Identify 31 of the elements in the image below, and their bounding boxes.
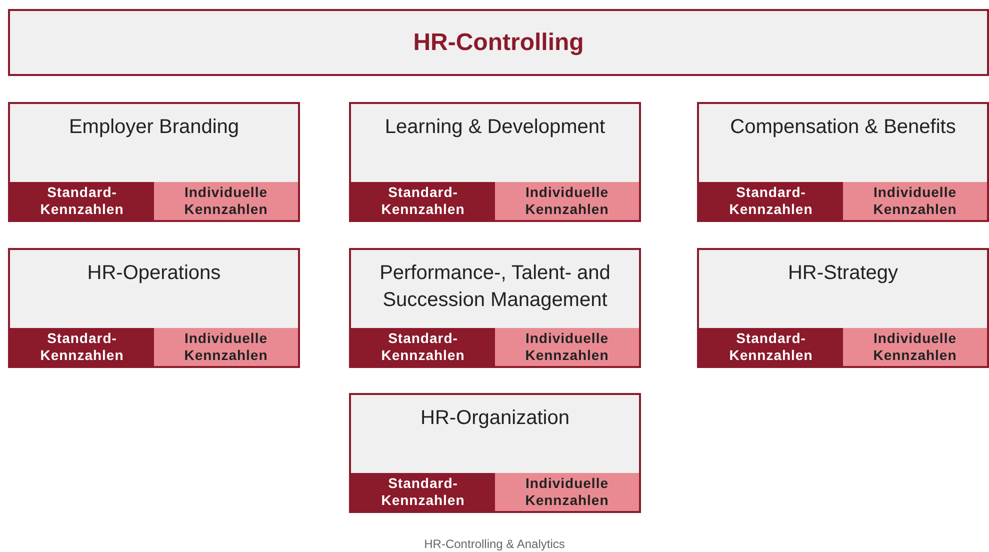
metric-tag: Individuelle Kennzahlen (843, 328, 987, 366)
card-title: HR-Operations (86, 261, 222, 286)
caption: HR-Controlling & Analytics (423, 537, 566, 551)
card-title: Performance-, Talent- and Succession Management (378, 261, 612, 313)
metric-tag: Standard- Kennzahlen (699, 328, 843, 366)
metric-tag: Standard- Kennzahlen (10, 182, 154, 220)
card-title: Learning & Development (384, 115, 606, 140)
card-title: Compensation & Benefits (729, 115, 957, 140)
metric-tag: Individuelle Kennzahlen (154, 182, 298, 220)
header-banner (8, 9, 989, 76)
banner-title: HR-Controlling (413, 28, 584, 56)
metric-tag: Individuelle Kennzahlen (843, 182, 987, 220)
metric-tag: Individuelle Kennzahlen (154, 328, 298, 366)
metric-tag: Individuelle Kennzahlen (495, 473, 639, 511)
card-title: HR-Strategy (786, 261, 900, 286)
topic-card (349, 393, 641, 513)
topic-card (8, 102, 300, 222)
metric-tag: Standard- Kennzahlen (351, 328, 495, 366)
topic-card (349, 102, 641, 222)
topic-card (8, 248, 300, 368)
metric-tag: Standard- Kennzahlen (351, 182, 495, 220)
topic-card (697, 102, 989, 222)
topic-card (697, 248, 989, 368)
topic-card (349, 248, 641, 368)
card-title: Employer Branding (68, 115, 240, 140)
metric-tag: Standard- Kennzahlen (351, 473, 495, 511)
metric-tag: Standard- Kennzahlen (10, 328, 154, 366)
metric-tag: Individuelle Kennzahlen (495, 182, 639, 220)
card-title: HR-Organization (420, 406, 570, 431)
metric-tag: Individuelle Kennzahlen (495, 328, 639, 366)
metric-tag: Standard- Kennzahlen (699, 182, 843, 220)
